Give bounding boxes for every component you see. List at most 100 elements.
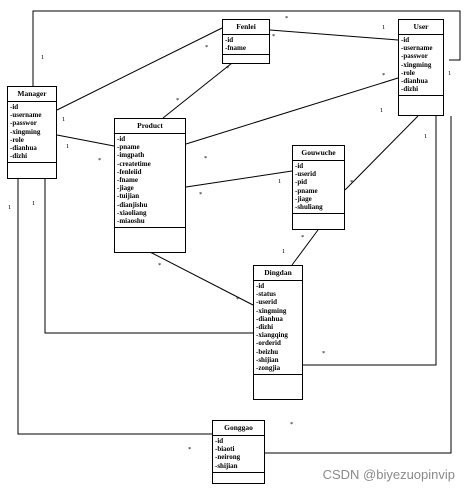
attribute: -dianhua	[10, 144, 37, 153]
attribute: -id	[401, 36, 410, 44]
attribute: -role	[10, 135, 24, 144]
class-title: Fenlei	[223, 20, 269, 35]
attribute-list: -id -fname	[223, 35, 269, 56]
attribute: -zongjia	[256, 364, 281, 373]
multiplicity-label: *	[290, 421, 294, 428]
attribute: -id	[256, 282, 265, 290]
class-title: Manager	[8, 87, 56, 102]
multiplicity-label: *	[301, 234, 305, 241]
multiplicity-label: *	[176, 97, 180, 104]
multiplicity-label: *	[158, 262, 162, 269]
attribute: -pname	[295, 186, 318, 195]
class-title: Product	[115, 119, 185, 134]
class-title: Gouwuche	[293, 146, 344, 161]
class-fenlei[interactable]: Fenlei -id -fname	[222, 19, 270, 64]
multiplicity-label: 1	[41, 54, 45, 61]
watermark: CSDN @biyezuopinvip	[322, 467, 455, 482]
attribute: -xiangqing	[256, 331, 288, 340]
attribute: -dianhua	[256, 314, 283, 323]
multiplicity-label: *	[236, 296, 240, 303]
attribute: -xingming	[10, 127, 41, 136]
attribute: -dizhi	[401, 85, 419, 94]
multiplicity-label: 1	[424, 133, 428, 140]
attribute: -fname	[225, 44, 246, 53]
attribute: -shijian	[256, 355, 279, 364]
attribute: -pname	[117, 143, 140, 152]
multiplicity-label: 1	[380, 107, 384, 114]
multiplicity-label: *	[205, 44, 209, 51]
attribute: -id	[215, 437, 224, 445]
operation-section	[399, 96, 443, 103]
attribute: -shuliang	[295, 203, 323, 212]
attribute: -neirong	[215, 453, 241, 462]
multiplicity-label: 1	[8, 204, 12, 211]
attribute: -orderid	[256, 339, 281, 348]
attribute: -dizhi	[256, 323, 274, 332]
multiplicity-label: 1	[66, 143, 70, 150]
operation-section	[213, 473, 264, 480]
attribute: -dizhi	[10, 152, 28, 161]
multiplicity-label: 1	[62, 116, 66, 123]
class-dingdan[interactable]: Dingdan -id -status -userid -xingming -d…	[253, 265, 303, 400]
attribute: -userid	[295, 170, 316, 179]
attribute: -passwor	[401, 52, 428, 61]
attribute: -passwor	[10, 119, 37, 128]
multiplicity-label: *	[199, 191, 203, 198]
multiplicity-label: *	[98, 157, 102, 164]
class-title: Gonggao	[213, 421, 264, 436]
class-user[interactable]: User -id -username -passwor -xingming -r…	[398, 19, 444, 116]
class-manager[interactable]: Manager -id -username -passwor -xingming…	[7, 86, 57, 179]
attribute: -jiage	[295, 194, 312, 203]
attribute: -pid	[295, 178, 308, 187]
attribute: -xingming	[256, 306, 287, 315]
multiplicity-label: 1	[278, 178, 282, 185]
multiplicity-label: *	[382, 72, 386, 79]
class-product[interactable]: Product -id -pname -imgpath -createtime …	[114, 118, 186, 253]
multiplicity-label: 1	[282, 248, 286, 255]
multiplicity-label: *	[204, 155, 208, 162]
class-gouwuche[interactable]: Gouwuche -id -userid -pid -pname -jiage …	[292, 145, 345, 230]
operation-section	[115, 228, 185, 235]
attribute: -userid	[256, 298, 277, 307]
attribute: -dianjishu	[117, 200, 148, 209]
attribute-list: -id -biaoti -neirong -shijian	[213, 436, 264, 473]
class-title: Dingdan	[254, 266, 302, 281]
class-title: User	[399, 20, 443, 35]
attribute: -id	[10, 103, 19, 111]
attribute-list: -id -username -passwor -xingming -role -…	[399, 35, 443, 97]
attribute: -xiaoliang	[117, 208, 147, 217]
multiplicity-label: 1	[32, 200, 36, 207]
attribute: -id	[295, 162, 304, 170]
operation-section	[223, 55, 269, 62]
attribute: -biaoti	[215, 445, 235, 454]
attribute: -id	[117, 135, 126, 143]
attribute: -createtime	[117, 159, 151, 168]
attribute: -username	[401, 44, 433, 53]
multiplicity-label: *	[188, 446, 192, 453]
attribute: -imgpath	[117, 151, 145, 160]
attribute-list: -id -username -passwor -xingming -role -…	[8, 102, 56, 164]
operation-section	[254, 375, 302, 382]
attribute-list: -id -status -userid -xingming -dianhua -…	[254, 281, 302, 376]
multiplicity-label: 1	[382, 24, 386, 31]
attribute: -id	[225, 36, 234, 44]
operation-section	[8, 163, 56, 170]
multiplicity-label: *	[322, 350, 326, 357]
attribute: -tuijian	[117, 192, 140, 201]
class-gonggao[interactable]: Gonggao -id -biaoti -neirong -shijian	[212, 420, 265, 484]
attribute-list: -id -pname -imgpath -createtime -fenleii…	[115, 134, 185, 229]
attribute: -fenleiid	[117, 167, 142, 176]
attribute: -jiage	[117, 184, 134, 193]
attribute: -role	[401, 68, 415, 77]
multiplicity-label: *	[226, 65, 230, 72]
attribute: -status	[256, 290, 276, 299]
multiplicity-label: *	[285, 15, 289, 22]
attribute: -beizhu	[256, 347, 279, 356]
attribute: -miaoshu	[117, 217, 145, 226]
multiplicity-label: *	[350, 179, 354, 186]
attribute: -xingming	[401, 60, 432, 69]
attribute-list: -id -userid -pid -pname -jiage -shuliang	[293, 161, 344, 215]
operation-section	[293, 214, 344, 221]
attribute: -fname	[117, 176, 138, 185]
